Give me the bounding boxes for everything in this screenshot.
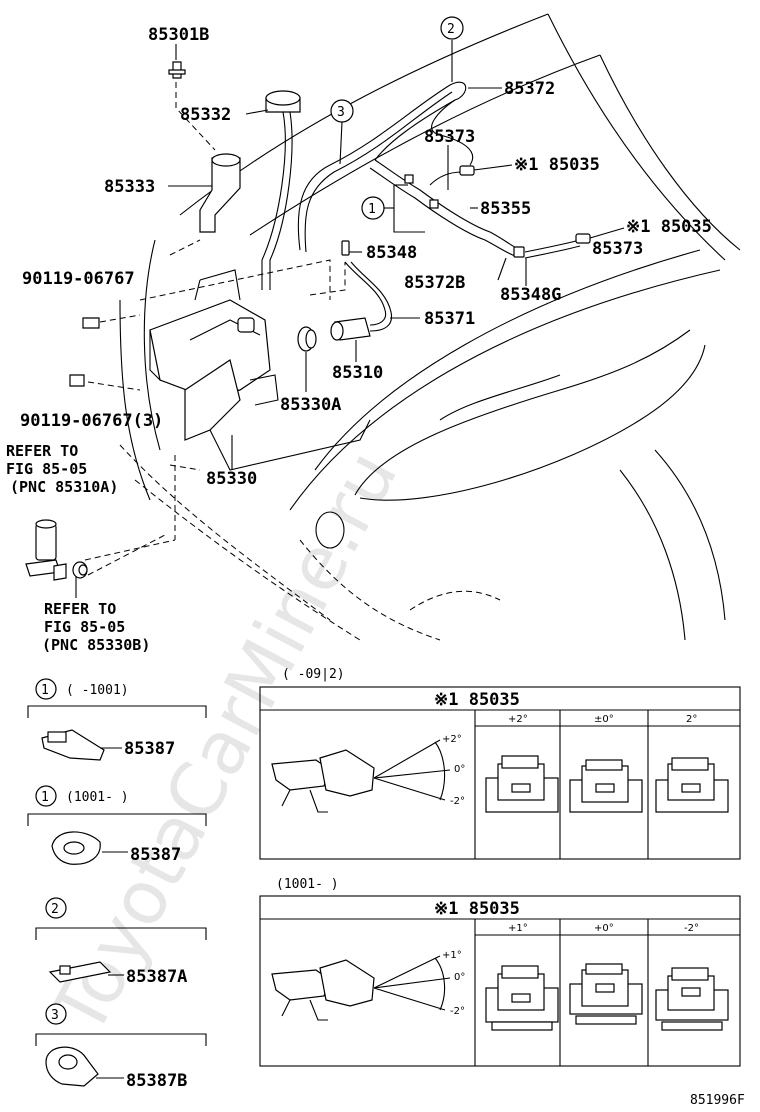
table-range: (1001- ) [276,877,339,892]
refer-line: FIG 85-05 [6,460,87,478]
nozzle-view [569,759,643,813]
connectors [297,165,591,352]
part-label: 85330A [280,395,341,415]
hoses [297,81,581,332]
clip-variants: 1 ( -1001) 85387 1 (1001- ) 85387 2 8538… [27,678,207,1091]
part-label: 85372 [504,79,555,99]
clip-part: 85387 [130,845,181,865]
part-label: 85330 [206,469,257,489]
part-label: 85333 [104,177,155,197]
part-label: 85301B [148,25,209,45]
part-label: 85373 [592,239,643,259]
guide-lines [84,82,346,576]
part-label: 85310 [332,363,383,383]
circle-number: 3 [337,105,345,120]
clip-range: (1001- ) [66,790,129,805]
clip-part: 85387B [126,1071,187,1091]
washer-pump-illustration [25,519,88,581]
part-label: ※1 85035 [514,155,600,175]
part-label: ※1 85035 [626,217,712,237]
table-header: ※1 85035 [434,690,520,710]
column-label: +1° [508,923,528,934]
column-label: ±0° [594,714,614,725]
angle-label: 0° [454,764,465,775]
nozzle-view [485,755,559,813]
refer-block-2: REFER TO FIG 85-05 (PNC 85330B) [42,600,150,654]
refer-line: FIG 85-05 [44,618,125,636]
part-label: 85373 [424,127,475,147]
circle-number: 2 [51,902,59,917]
circle-number: 1 [41,683,49,698]
nozzle-view [569,963,643,1025]
column-label: +0° [594,923,614,934]
part-label: 85355 [480,199,531,219]
part-label: 90119-06767(3) [20,411,163,431]
vehicle-outline [119,13,741,641]
nozzle-angle-table-1: ( -09|2) ※1 85035 +2° ±0° 2° +2° 0° -2° [259,667,741,860]
part-label: 85371 [424,309,475,329]
angle-label: +2° [442,734,462,745]
column-label: 2° [686,714,697,725]
part-label: 90119-06767 [22,269,135,289]
table-range: ( -09|2) [282,667,345,682]
angle-label: 0° [454,972,465,983]
part-label: 85332 [180,105,231,125]
part-label: 85372B [404,273,465,293]
nozzle-view [485,965,559,1031]
circle-callouts: 2 3 1 [330,16,464,220]
circle-number: 1 [41,790,49,805]
circle-number: 2 [447,22,455,37]
refer-line: (PNC 85310A) [10,478,118,496]
clip-range: ( -1001) [66,683,129,698]
column-label: +2° [508,714,528,725]
column-label: -2° [684,923,699,934]
refer-block-1: REFER TO FIG 85-05 (PNC 85310A) [6,442,118,496]
leader-lines [75,40,625,598]
angle-label: +1° [442,950,462,961]
part-label: 85348 [366,243,417,263]
clip-part: 85387A [126,967,187,987]
diagram-id: 851996F [690,1093,745,1108]
nozzle-view [655,757,729,813]
refer-line: (PNC 85330B) [42,636,150,654]
circle-number: 3 [51,1008,59,1023]
nozzle-angle-table-2: (1001- ) ※1 85035 +1° +0° -2° +1° 0° -2° [259,877,741,1067]
nozzle-view [655,967,729,1031]
washer-jar-assembly [69,61,301,441]
angle-label: -2° [450,796,465,807]
circle-number: 1 [368,202,376,217]
part-labels: 85301B 85332 85333 90119-06767 90119-067… [20,25,712,489]
table-header: ※1 85035 [434,899,520,919]
refer-line: REFER TO [44,600,116,618]
clip-part: 85387 [124,739,175,759]
angle-label: -2° [450,1006,465,1017]
part-label: 85348G [500,285,561,305]
refer-line: REFER TO [6,442,78,460]
